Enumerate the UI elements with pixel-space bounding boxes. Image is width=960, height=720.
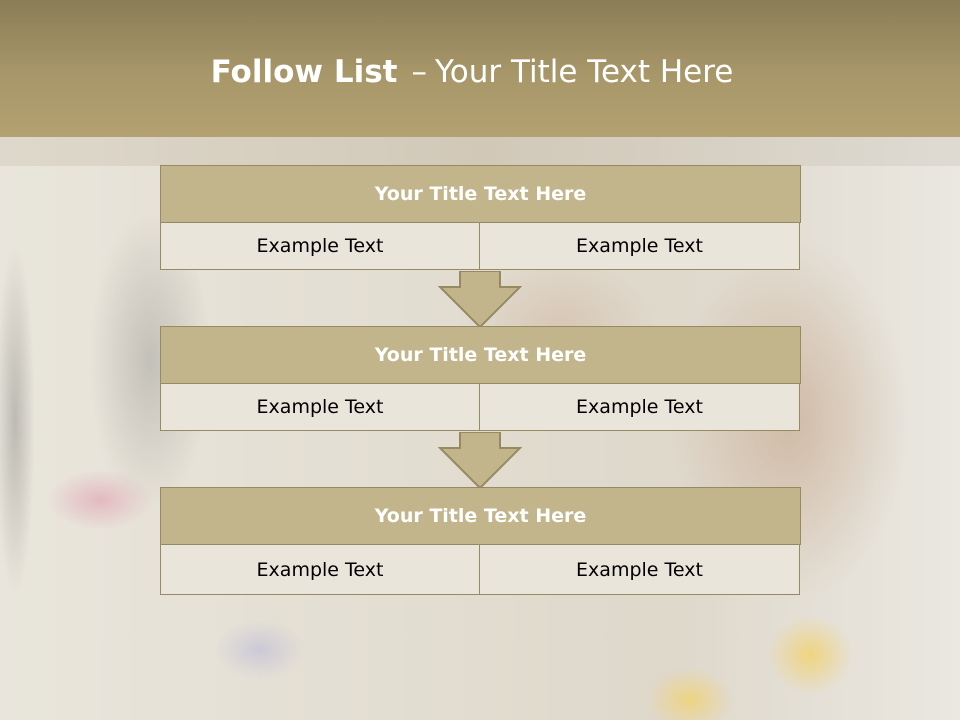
- block-title: Your Title Text Here: [160, 487, 801, 545]
- slide-title-rest: Your Title Text Here: [434, 54, 734, 90]
- block-cell-left: Example Text: [160, 545, 480, 595]
- title-underline-strip: [0, 137, 960, 166]
- block-cell-right: Example Text: [480, 384, 800, 431]
- slide-title-separator: –: [411, 54, 427, 90]
- block-row: Example Text Example Text: [160, 223, 801, 270]
- down-arrow-icon: [438, 432, 522, 488]
- block-cell-left: Example Text: [160, 384, 480, 431]
- block-cell-right: Example Text: [480, 545, 800, 595]
- block-cell-right: Example Text: [480, 223, 800, 270]
- down-arrow-icon: [438, 271, 522, 327]
- block-row: Example Text Example Text: [160, 384, 801, 431]
- list-block-3: Your Title Text Here Example Text Exampl…: [160, 487, 801, 595]
- block-title: Your Title Text Here: [160, 326, 801, 384]
- slide-title: Follow List–Your Title Text Here: [0, 54, 944, 90]
- title-band: Follow List–Your Title Text Here: [0, 0, 960, 137]
- list-block-1: Your Title Text Here Example Text Exampl…: [160, 165, 801, 270]
- list-block-2: Your Title Text Here Example Text Exampl…: [160, 326, 801, 431]
- block-cell-left: Example Text: [160, 223, 480, 270]
- block-row: Example Text Example Text: [160, 545, 801, 595]
- slide-title-bold: Follow List: [210, 54, 398, 90]
- block-title: Your Title Text Here: [160, 165, 801, 223]
